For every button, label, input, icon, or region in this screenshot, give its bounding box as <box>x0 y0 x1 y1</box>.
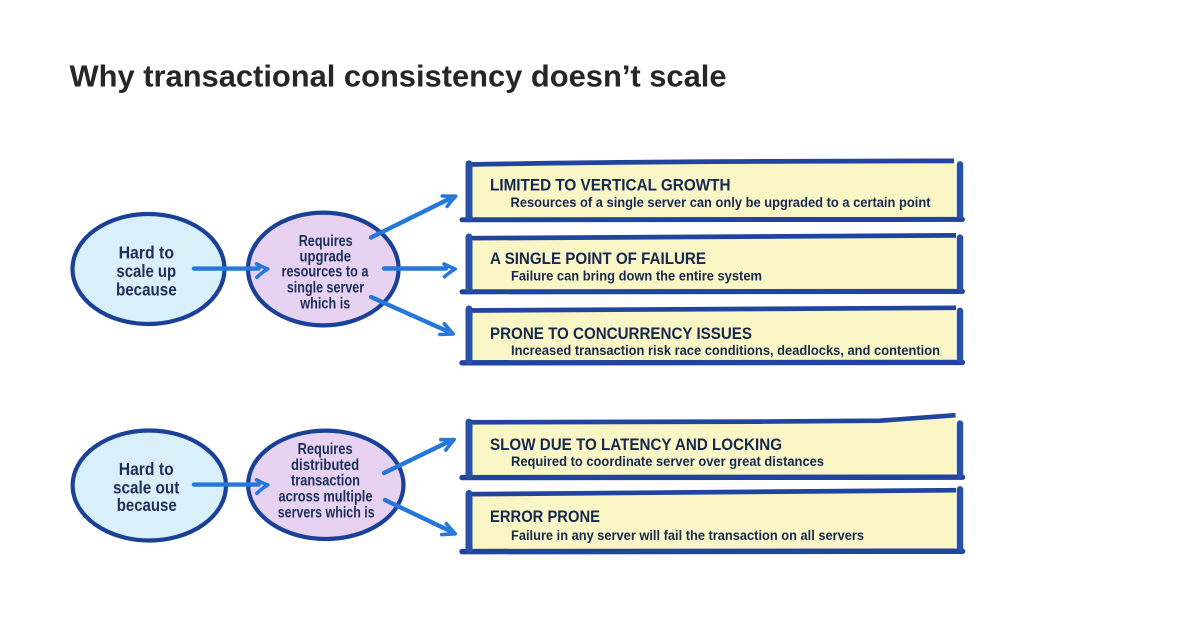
svg-text:LIMITED TO VERTICAL GROWTH: LIMITED TO VERTICAL GROWTH <box>490 177 731 195</box>
svg-text:resources to a: resources to a <box>282 264 369 281</box>
svg-text:ERROR PRONE: ERROR PRONE <box>490 508 600 526</box>
svg-text:scale up: scale up <box>116 261 176 281</box>
svg-text:Hard to: Hard to <box>119 242 175 262</box>
svg-text:because: because <box>116 279 177 299</box>
svg-text:servers which is: servers which is <box>278 504 375 521</box>
svg-text:Why transactional consistency: Why transactional consistency doesn’t sc… <box>70 60 727 94</box>
svg-text:which is: which is <box>299 295 350 312</box>
svg-text:Requires: Requires <box>299 233 353 250</box>
svg-text:Failure in any server will fai: Failure in any server will fail the tran… <box>511 528 864 543</box>
svg-text:Failure can bring down the ent: Failure can bring down the entire system <box>511 268 762 283</box>
svg-text:SLOW DUE TO LATENCY AND LOCKIN: SLOW DUE TO LATENCY AND LOCKING <box>490 436 782 454</box>
svg-text:because: because <box>117 495 177 515</box>
svg-text:A SINGLE POINT OF FAILURE: A SINGLE POINT OF FAILURE <box>490 250 706 268</box>
svg-text:Resources of a single server c: Resources of a single server can only be… <box>511 195 931 210</box>
svg-text:Requires: Requires <box>298 441 353 458</box>
svg-text:PRONE TO CONCURRENCY ISSUES: PRONE TO CONCURRENCY ISSUES <box>490 325 752 343</box>
svg-text:Required to coordinate server: Required to coordinate server over great… <box>511 454 824 469</box>
svg-text:distributed: distributed <box>291 457 359 474</box>
svg-text:Increased transaction risk rac: Increased transaction risk race conditio… <box>511 343 940 358</box>
svg-text:Hard to: Hard to <box>119 459 174 479</box>
svg-text:across multiple: across multiple <box>279 488 373 505</box>
svg-text:upgrade: upgrade <box>300 249 352 266</box>
svg-text:transaction: transaction <box>291 473 360 490</box>
svg-text:scale out: scale out <box>113 477 179 497</box>
svg-text:single server: single server <box>287 280 364 297</box>
